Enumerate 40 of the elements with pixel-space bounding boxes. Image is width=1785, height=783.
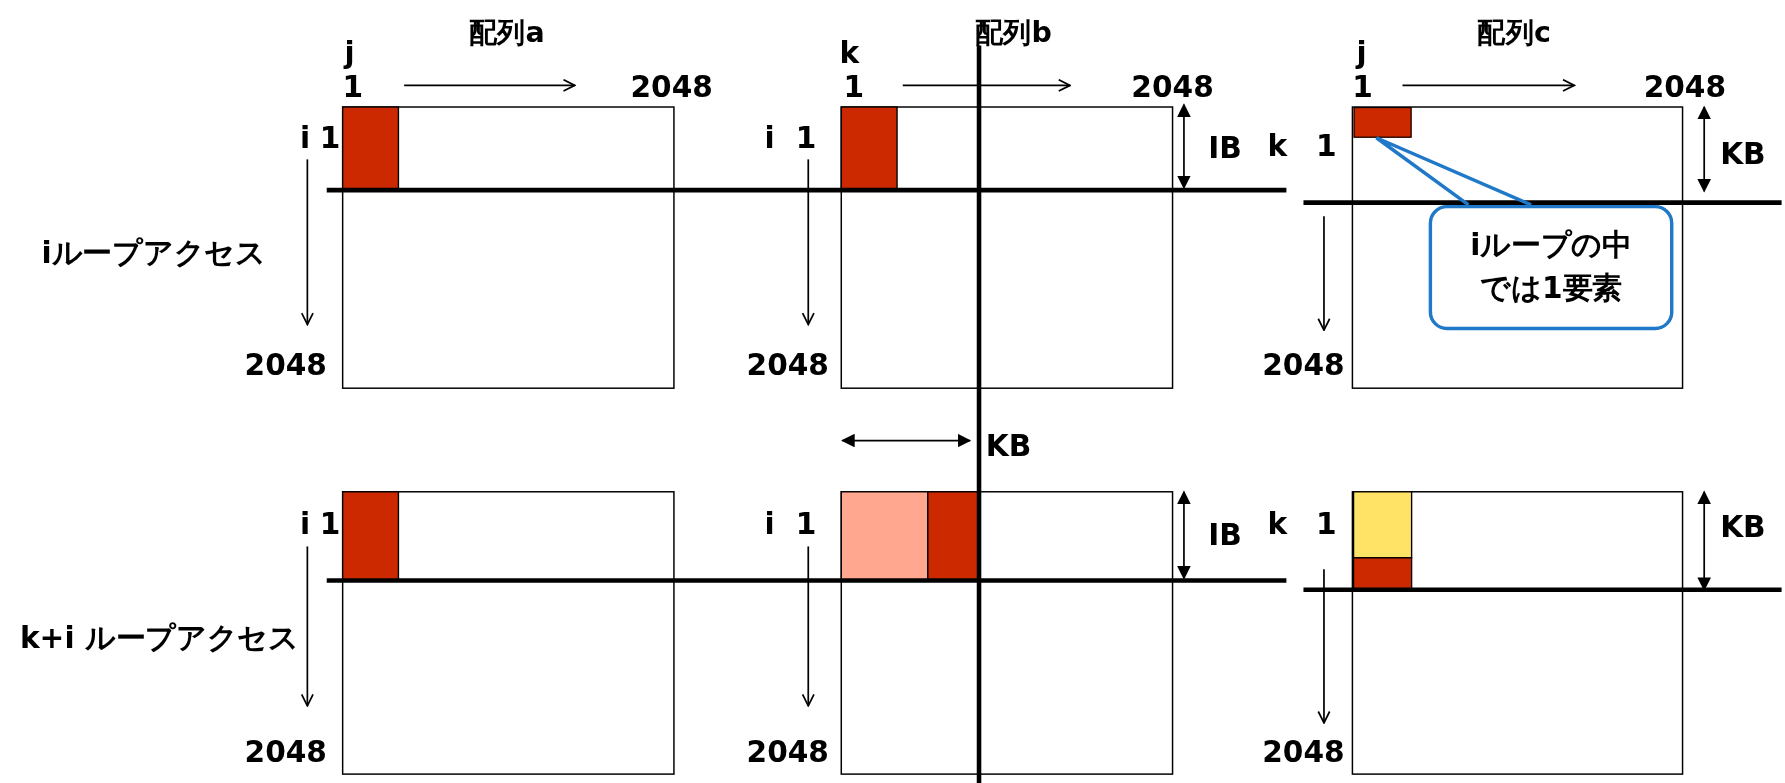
index-label: 2048 [1262, 349, 1345, 380]
axis-label: i [300, 508, 311, 539]
axis-label: j [1356, 37, 1367, 68]
index-label: 1 [1315, 508, 1337, 539]
index-label: 1 [795, 122, 817, 153]
index-label: 2048 [244, 349, 327, 380]
dimension-label: IB [1208, 520, 1242, 550]
axis-label: i [764, 508, 775, 539]
axis-label: i [764, 122, 775, 153]
axis-label: k [1267, 508, 1288, 539]
index-label: 1 [795, 508, 817, 539]
row-label: k+i ループアクセス [19, 622, 299, 653]
index-label: 2048 [746, 349, 829, 380]
index-label: 2048 [630, 71, 713, 102]
index-label: 2048 [746, 736, 829, 767]
axis-label: k [1267, 130, 1288, 161]
index-label: 2048 [1643, 71, 1727, 102]
heading: 配列a [468, 17, 545, 47]
index-label: 2048 [244, 736, 327, 767]
axis-label: j [344, 37, 355, 68]
index-label: 1 [843, 71, 865, 102]
leader-line [1374, 136, 1533, 207]
index-label: 2048 [1131, 71, 1214, 102]
index-label: 1 [342, 71, 364, 102]
row-label: iループアクセス [41, 237, 266, 268]
heading: 配列b [974, 17, 1052, 47]
dimension-label: KB [1720, 138, 1766, 169]
index-label: 1 [319, 508, 341, 539]
axis-label: k [839, 37, 860, 68]
axis-label: i [300, 122, 311, 153]
index-label: 1 [1352, 71, 1373, 102]
callout-box: iループの中では1要素 [1428, 204, 1674, 331]
block-highlight [1353, 107, 1412, 138]
dimension-label: KB [985, 431, 1032, 462]
index-label: 2048 [1262, 736, 1345, 767]
dimension-label: IB [1208, 133, 1242, 163]
heading: 配列c [1477, 17, 1551, 47]
index-label: 1 [319, 122, 341, 153]
dimension-label: KB [1720, 512, 1766, 542]
index-label: 1 [1315, 130, 1337, 161]
